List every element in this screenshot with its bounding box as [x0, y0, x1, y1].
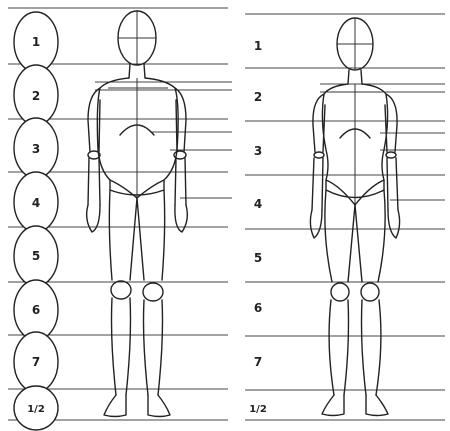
female-forearm-left [312, 158, 323, 210]
male-foot-right [148, 395, 170, 417]
male-neck [129, 64, 145, 78]
male-hand-right [175, 205, 187, 232]
head-label: 1 [32, 35, 40, 49]
female-hand-right [388, 210, 400, 238]
head-label: 4 [254, 197, 262, 211]
male-shin-left [112, 298, 131, 395]
head-label: 2 [254, 90, 262, 104]
male-shin-right [144, 300, 163, 395]
male-hand-left [87, 205, 100, 232]
female-foot-left [322, 395, 344, 416]
female-hand-left [310, 210, 322, 238]
knee-left [111, 281, 131, 299]
female-thigh-right [355, 190, 385, 282]
elbow-left [314, 152, 324, 158]
head-label: 1/2 [27, 404, 45, 415]
head-label: 6 [32, 303, 40, 317]
female-shin-left [329, 300, 348, 395]
head-label: 5 [32, 249, 40, 263]
knee-right [143, 283, 163, 301]
male-thigh-left [109, 190, 137, 280]
male-thigh-right [137, 190, 165, 280]
female-neck [348, 70, 362, 84]
head-label: 4 [32, 196, 40, 210]
female-guide-lines [245, 14, 445, 420]
male-proportion-chart: 1 2 3 4 5 6 7 1/2 [8, 8, 232, 430]
head-label: 3 [32, 142, 40, 156]
head-label: 7 [32, 355, 40, 369]
head-label: 1/2 [249, 404, 267, 415]
head-label: 7 [254, 355, 262, 369]
male-forearm-left [88, 158, 100, 205]
female-forearm-right [387, 158, 398, 210]
elbow-right [386, 152, 396, 158]
male-torso [97, 78, 178, 195]
head-label: 6 [254, 301, 262, 315]
female-head-labels: 1 2 3 4 5 6 7 1/2 [249, 39, 267, 415]
knee-left [331, 283, 349, 301]
male-foot-left [104, 395, 126, 417]
head-label: 2 [32, 89, 40, 103]
female-figure [310, 18, 399, 416]
head-label: 3 [254, 144, 262, 158]
male-figure [87, 10, 188, 417]
female-shin-right [362, 300, 381, 395]
female-thigh-left [325, 190, 355, 282]
knee-right [361, 283, 379, 301]
female-foot-right [366, 395, 388, 416]
head-label: 1 [254, 39, 262, 53]
head-label: 5 [254, 251, 262, 265]
female-proportion-chart: 1 2 3 4 5 6 7 1/2 [245, 14, 445, 420]
